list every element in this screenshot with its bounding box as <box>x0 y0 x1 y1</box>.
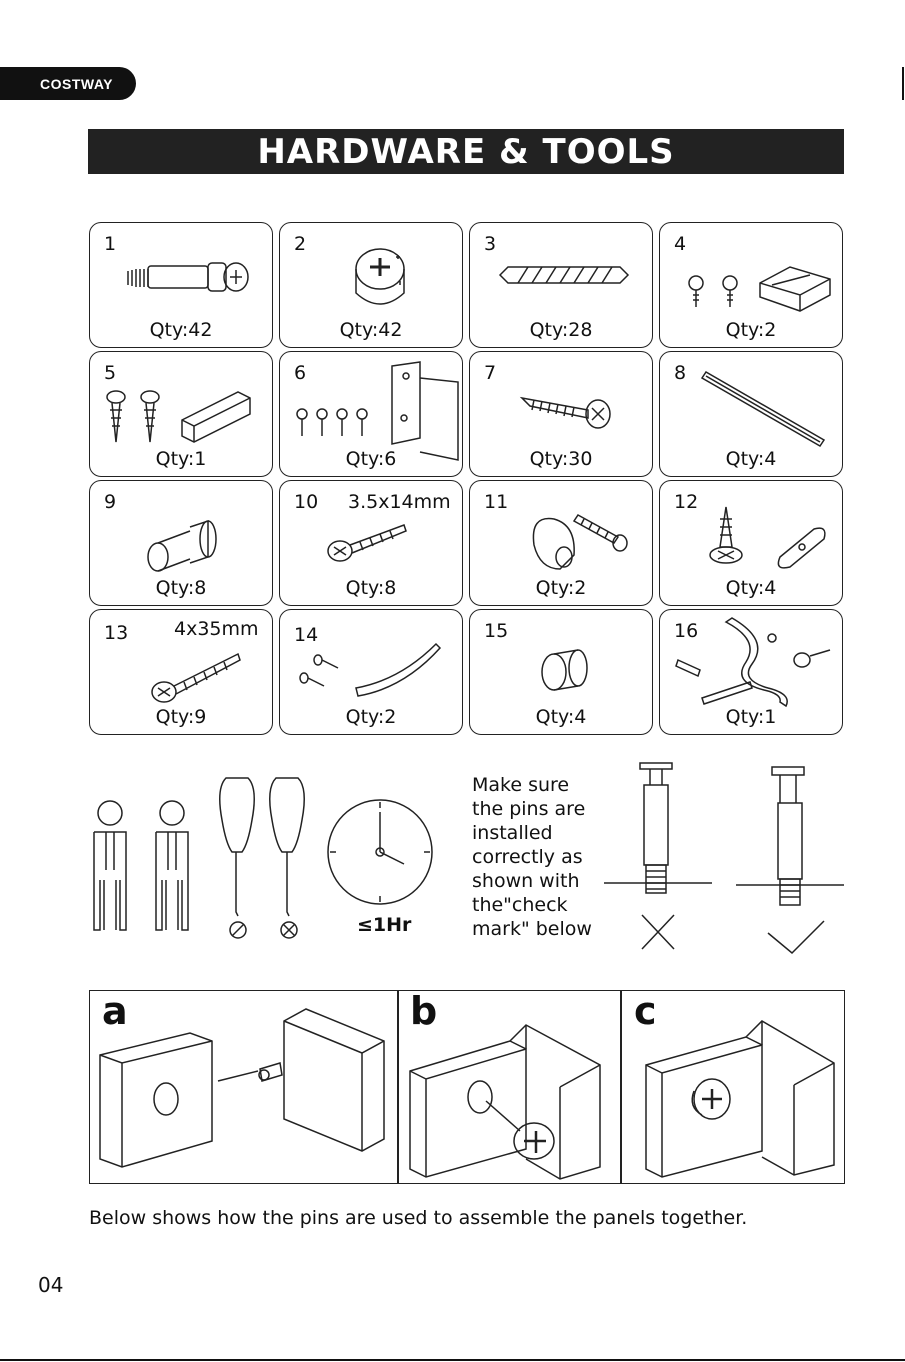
part-quantity: Qty:42 <box>280 319 462 341</box>
part-quantity: Qty:4 <box>660 448 842 470</box>
part-card-12: 12 Qty:4 <box>659 480 843 606</box>
part-quantity: Qty:8 <box>280 577 462 599</box>
note-line: Make sure <box>472 773 612 797</box>
part-quantity: Qty:9 <box>90 706 272 728</box>
assembly-time: ≤1Hr <box>357 914 411 936</box>
note-line: the"check <box>472 893 612 917</box>
steps-illustration <box>90 991 844 1183</box>
flathead-screwdriver-icon <box>220 778 255 938</box>
part-quantity: Qty:2 <box>470 577 652 599</box>
step-c-illustration <box>646 1021 834 1177</box>
pin-comparison-illustration <box>600 755 850 955</box>
assembly-steps: a b c <box>89 990 845 1184</box>
brand-logo: COSTWAY <box>0 67 136 100</box>
part-quantity: Qty:4 <box>470 706 652 728</box>
part-card-1: 1 Qty:42 <box>89 222 273 348</box>
part-card-9: 9 Qty:8 <box>89 480 273 606</box>
part-quantity: Qty:1 <box>660 706 842 728</box>
step-b-illustration <box>410 1025 600 1179</box>
section-title: HARDWARE & TOOLS <box>88 129 844 174</box>
part-card-2: 2 Qty:42 <box>279 222 463 348</box>
note-line: shown with <box>472 869 612 893</box>
page-number: 04 <box>38 1273 63 1297</box>
step-a-illustration <box>100 1009 384 1167</box>
part-quantity: Qty:4 <box>660 577 842 599</box>
steps-caption: Below shows how the pins are used to ass… <box>89 1207 747 1229</box>
part-card-13: 13 4x35mm Qty:9 <box>89 609 273 735</box>
part-card-15: 15 Qty:4 <box>469 609 653 735</box>
part-card-8: 8 Qty:4 <box>659 351 843 477</box>
part-card-5: 5 Qty:1 <box>89 351 273 477</box>
part-quantity: Qty:30 <box>470 448 652 470</box>
incorrect-pin-icon <box>604 763 712 893</box>
correct-pin-icon <box>736 767 844 905</box>
check-mark-icon <box>768 921 824 953</box>
part-card-16: 16 Qty:1 <box>659 609 843 735</box>
part-quantity: Qty:6 <box>280 448 462 470</box>
part-card-14: 14 Qty:2 <box>279 609 463 735</box>
brand-text: COSTWAY <box>40 76 113 92</box>
cross-mark-icon <box>642 915 674 949</box>
part-quantity: Qty:2 <box>280 706 462 728</box>
note-line: installed <box>472 821 612 845</box>
part-quantity: Qty:42 <box>90 319 272 341</box>
part-quantity: Qty:2 <box>660 319 842 341</box>
person-icon <box>156 801 188 930</box>
part-card-4: 4 Qty:2 <box>659 222 843 348</box>
person-icon <box>94 801 126 930</box>
note-line: correctly as <box>472 845 612 869</box>
part-quantity: Qty:8 <box>90 577 272 599</box>
pin-installation-note: Make sure the pins are installed correct… <box>472 773 612 941</box>
part-card-7: 7 Qty:30 <box>469 351 653 477</box>
part-card-3: 3 Qty:28 <box>469 222 653 348</box>
note-line: mark" below <box>472 917 612 941</box>
part-quantity: Qty:1 <box>90 448 272 470</box>
clock-icon <box>328 800 432 904</box>
part-card-10: 10 3.5x14mm Qty:8 <box>279 480 463 606</box>
bottom-rule <box>0 1359 905 1361</box>
part-card-6: 6 Qty:6 <box>279 351 463 477</box>
edge-mark <box>902 67 904 100</box>
part-quantity: Qty:28 <box>470 319 652 341</box>
phillips-screwdriver-icon <box>270 778 305 938</box>
part-card-11: 11 Qty:2 <box>469 480 653 606</box>
note-line: the pins are <box>472 797 612 821</box>
